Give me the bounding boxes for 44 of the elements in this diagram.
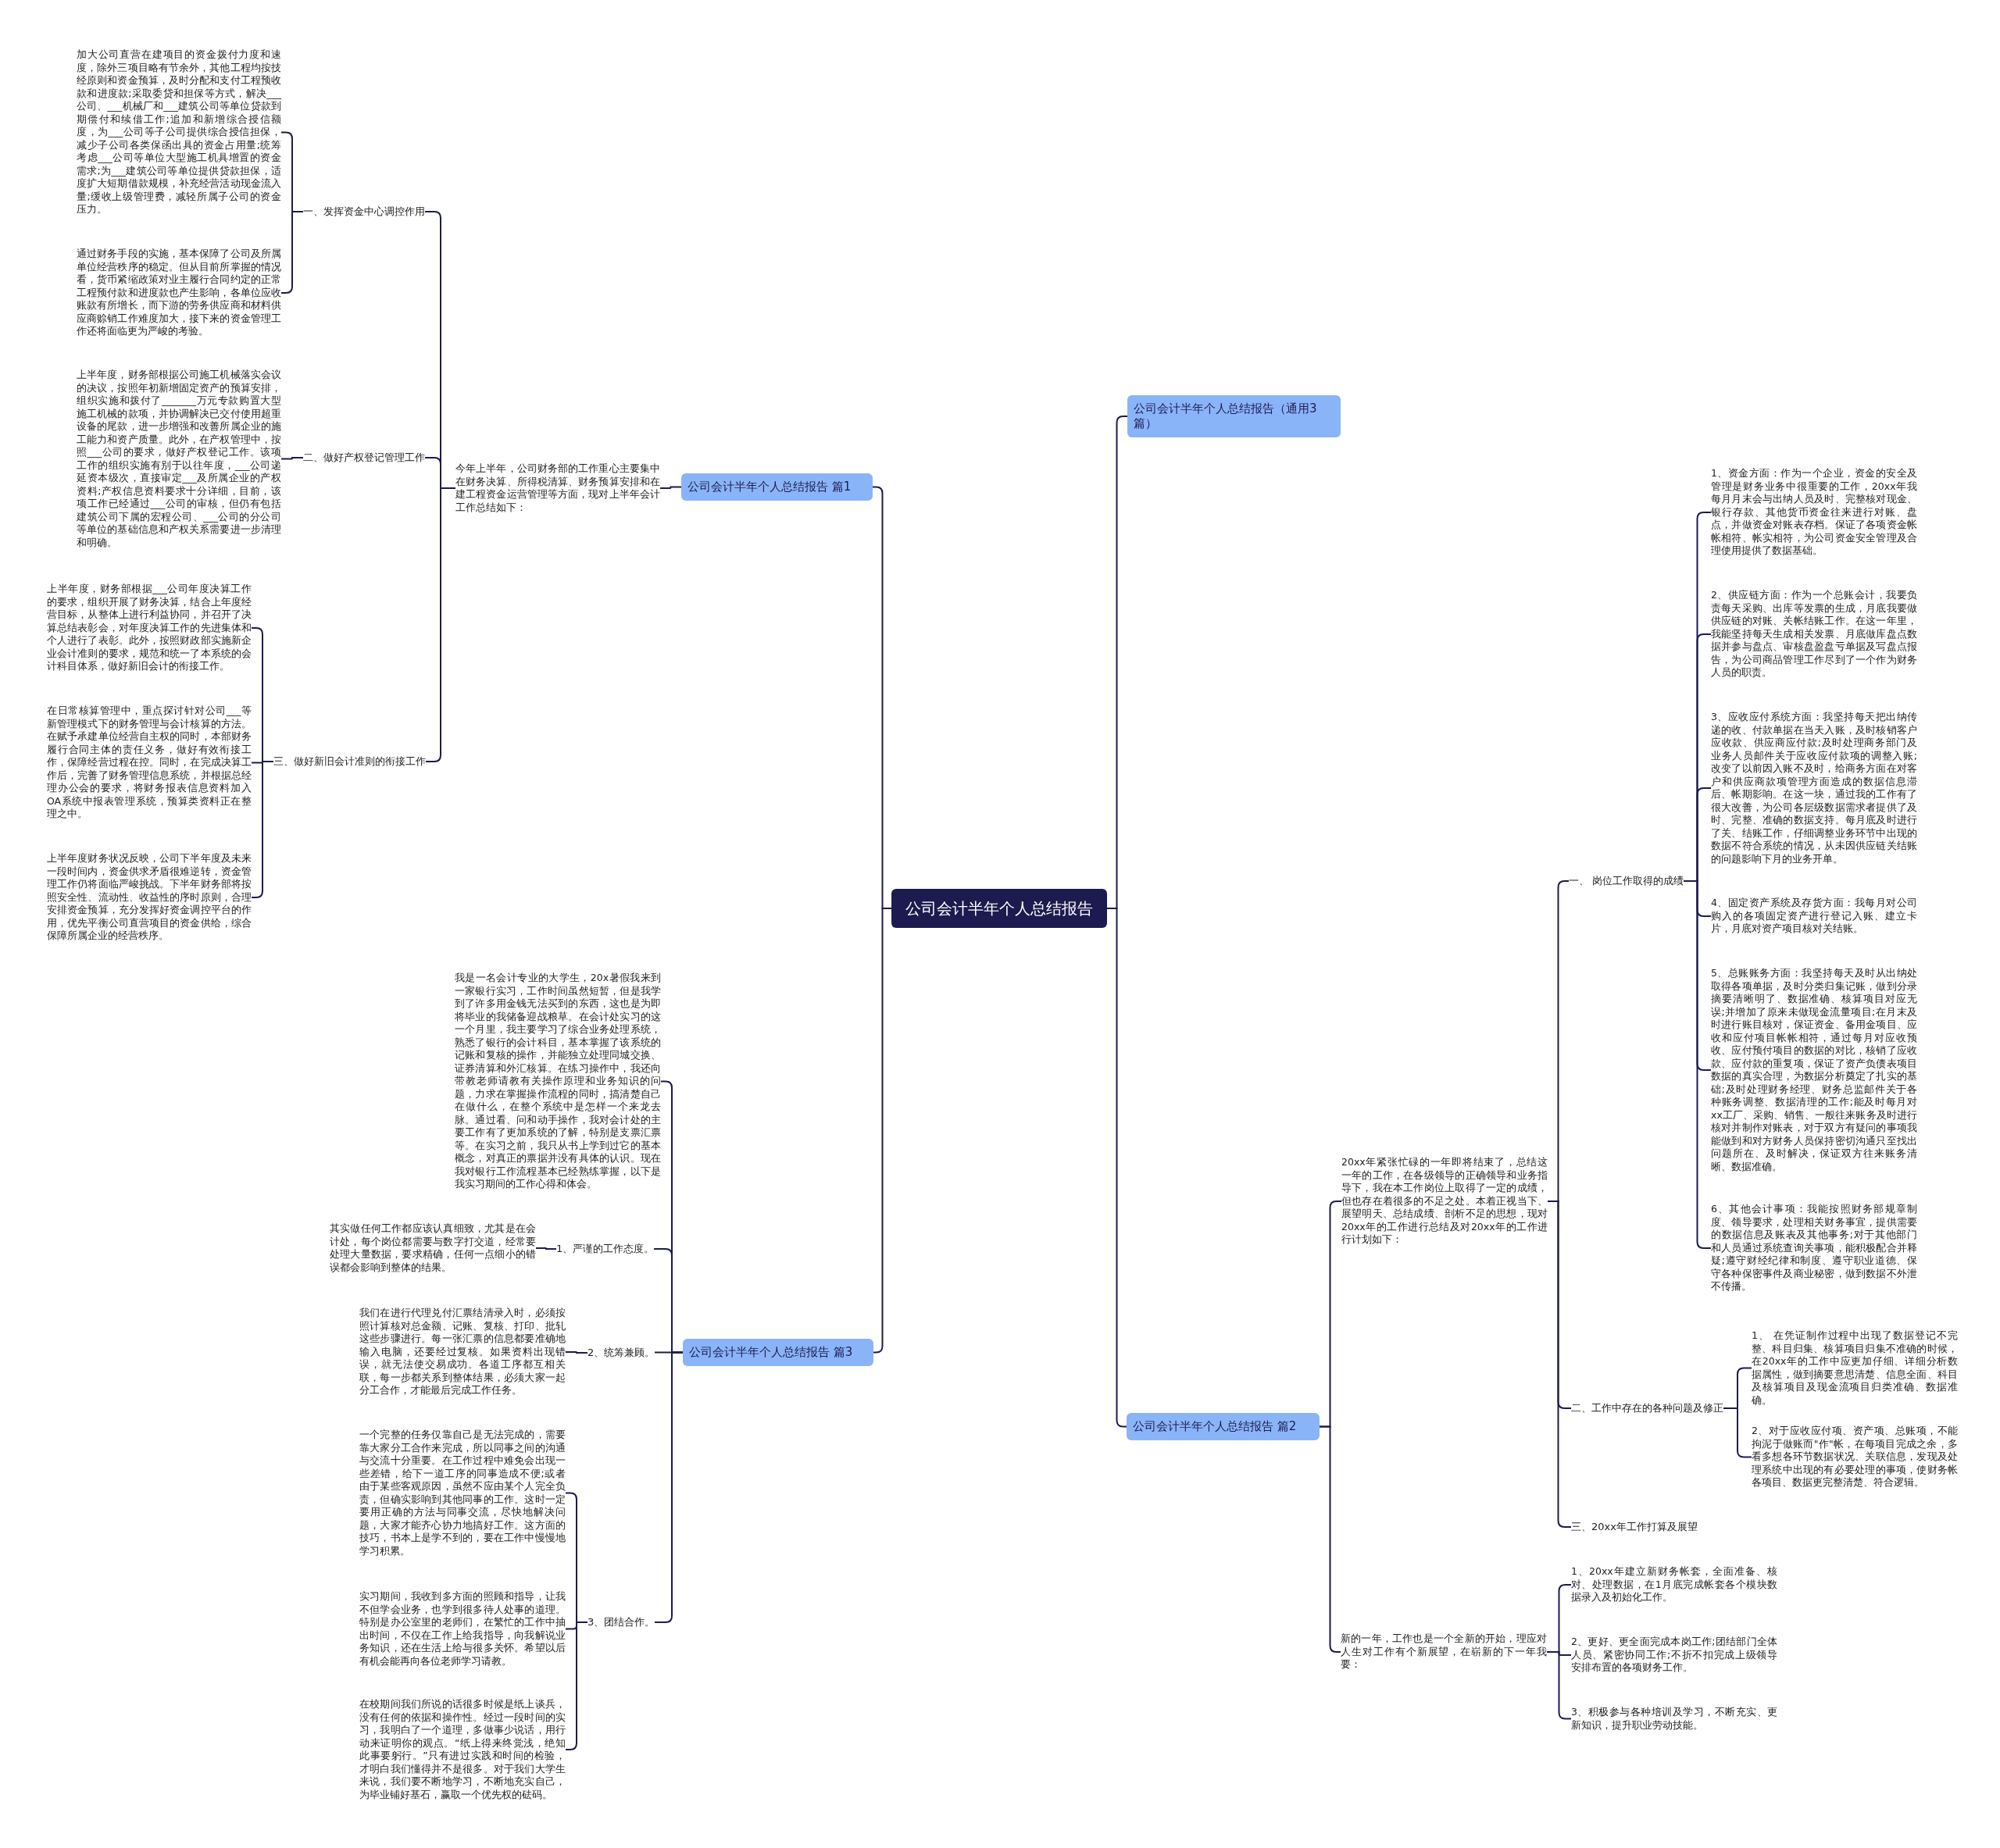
- note-text: 我们在进行代理兑付汇票结清录入时，必须按照计算核对总金额、记账、复核、打印、批轧这些步骤进行。每一张汇票的信息都要准确地输入电脑，还要经过复核。如果资料出现错误，就无法使交易成功。各道工序都互相关联，每一步都关系到整体结果，必须大家一起分工合作，才能最后完成工作任务。: [359, 1307, 566, 1397]
- note-text: 其实做任何工作都应该认真细致，尤其是在会计处，每个岗位都需要与数字打交道，经常要处理大量数据，要求精确，任何一点细小的错误都会影响到整体的结果。: [330, 1222, 536, 1274]
- note-text: 上半年度财务状况反映，公司下半年度及未来一段时间内，资金供求矛盾很难逆转，资金管理工作仍将面临严峻挑战。下半年财务部将按照安全性、流动性、收益性的序时原则，合理安排资金预算，充分发挥好资金调控平台的作用，优先平衡公司直营项目的资金供给，综合保障所属企业的经营秩序。: [47, 852, 252, 943]
- note-text: 1、 在凭证制作过程中出现了数据登记不完整、科目归集、核算项目归集不准确的时候，在20xx年的工作中应更加仔细、详细分析数据属性，做到摘要意思清楚、信息全面、科目及核算项目及现金流项目归类准确、数据准确。: [1752, 1329, 1958, 1407]
- central-topic-box: 公司会计半年个人总结报告: [891, 889, 1107, 928]
- note-text: 2、更好、更全面完成本岗工作;团结部门全体人员、紧密协同工作;不折不扣完成上级领导安排布置的各项财务工作。: [1571, 1636, 1777, 1675]
- connector-line: [280, 457, 304, 460]
- note-text: 加大公司直营在建项目的资金拨付力度和速度，除外三项目略有节余外，其他工程均按技经原则和资金预算，及时分配和支付工程预收款和进度款;采取委贷和担保等方式，解决___公司、___机械厂和___建筑公司等单位贷款到期偿付和续借工作;追加和新增综合授信额度，为___公司等子公司提供综合授信担保，减少子公司各类保函出具的资金占用量;统筹考虑___公司等单位大型施工机具增置的资金需求;为___建筑公司等单位提供贷款担保，适度扩大短期借款规模，补充经营活动现金流入量;缓收上级管理费，减轻所属子公司的资金压力。: [77, 48, 281, 216]
- branch-label: 3、团结合作。: [588, 1616, 655, 1629]
- branch-label: 二、工作中存在的各种问题及修正: [1571, 1402, 1723, 1415]
- connector-line: [565, 1351, 588, 1354]
- note-text: 6、其他会计事项：我能按照财务部规章制度、领导要求，处理相关财务事宜，提供需要的数据信息及账表及其他事务;对于其他部门和人员通过系统查询关事项，能积极配合并释疑;遵守财经纪律和制度、遵守职业道德、保守各种保密事件及商业秘密，做到数据不外泄不传播。: [1711, 1203, 1917, 1293]
- note-text: 2、对于应收应付项、资产项、总账项，不能拘泥于做账而"作"帐，在每项目完成之余，多看多想各环节数据状况、关联信息，发现及处理系统中出现的有必要处理的事项，使财务帐各项目、数据更完整清楚、符合逻辑。: [1752, 1425, 1958, 1489]
- branch-label: 一、发挥资金中心调控作用: [303, 205, 425, 218]
- note-text: 20xx年紧张忙碌的一年即将结束了，总结这一年的工作，在各级领导的正确领导和业务指导下，我在本工作岗位上取得了一定的成绩，但也存在着很多的不足之处。本着正视当下、展望明天、总结成绩、剖析不足的思想，现对20xx年的工作进行总结及对20xx年的工作进行计划如下：: [1341, 1156, 1548, 1247]
- note-text: 新的一年，工作也是一个全新的开始，理应对人生对工作有个新展望，在崭新的下一年我要：: [1341, 1632, 1547, 1671]
- topic-box: 公司会计半年个人总结报告（通用3篇）: [1127, 395, 1341, 437]
- note-text: 在校期间我们所说的话很多时候是纸上谈兵，没有任何的依据和操作性。经过一段时间的实习，我明白了一个道理，多做事少说话，用行动来证明你的观点。“纸上得来终觉浅，绝知此事要躬行。”只有进过实践和时间的检验，才明白我们懂得并不是很多。对于我们大学生来说，我们要不断地学习，不断地充实自己，为毕业铺好基石，赢取一个优先权的砝码。: [359, 1698, 566, 1801]
- connector-line: [535, 1247, 557, 1250]
- topic-box: 公司会计半年个人总结报告 篇2: [1127, 1413, 1320, 1440]
- connector-line: [659, 486, 682, 489]
- note-text: 我是一名会计专业的大学生，20x暑假我来到一家银行实习，工作时间虽然短暂，但是我学到了许多用金钱无法买到的东西，这也是为即将毕业的我储备迎战粮草。在会计处实习的这一个月里，我主要学习了综合业务处理系统，熟悉了银行的会计科目，基本掌握了该系统的记账和复核的操作，并能独立处理同城交换、证券清算和外汇核算。在练习操作中，我还向带教老师请教有关操作原理和业务知识的问题，力求在掌握操作流程的同时，搞清楚自己在做什么，在整个系统中是怎样一个来龙去脉。通过看、问和动手操作，我对会计处的主要工作有了更加系统的了解，特别是支票汇票等。在实习之前，我只从书上学到过它的基本概念，对真正的票据并没有具体的认识。现在我对银行工作流程基本已经熟练掌握，以下是我实习期间的工作心得和体会。: [455, 972, 661, 1191]
- note-text: 2、供应链方面：作为一个总账会计，我要负责每天采购、出库等发票的生成，月底我要做供应链的对账、关帐结账工作。在这一年里，我能坚持每天生成相关发票、月底做库盘点数据并参与盘点、审核盘盈盘亏单据及写盘点报告，为公司商品管理工作尽到了一个作为财务人员的职责。: [1711, 589, 1917, 680]
- note-text: 4、固定资产系统及存货方面：我每月对公司购入的各项固定资产进行登记入账、建立卡片，月底对资产项目核对关结账。: [1711, 897, 1917, 936]
- note-text: 上半年度，财务部根据___公司年度决算工作的要求，组织开展了财务决算，结合上年度经营目标，从整体上进行利益协同，并召开了决算总结表彰会，对年度决算工作的先进集体和个人进行了表彰。此外，按照财政部实施新企业会计准则的要求，规范和统一了本系统的会计科目体系，做好新旧会计的衔接工作。: [47, 583, 252, 673]
- branch-label: 三、做好新旧会计准则的衔接工作: [273, 755, 426, 768]
- note-text: 实习期间，我收到多方面的照顾和指导，让我不但学会业务，也学到很多待人处事的道理。特别是办公室里的老师们，在繁忙的工作中抽出时间，不仅在工作上给我指导，向我解说业务知识，还在生活上给与很多关怀。希望以后有机会能再向各位老师学习请教。: [359, 1590, 566, 1668]
- note-text: 1、资金方面：作为一个企业，资金的安全及管理是财务业务中很重要的工作，20xx年我每月月末会与出纳人员及时、完整核对现金、银行存款、其他货币资金往来进行对账、盘点，并做资金对账表存档。保证了各项资金帐帐相符、帐实相符，为公司资金安全管理及合理使用提供了数据基础。: [1711, 467, 1917, 558]
- note-text: 一个完整的任务仅靠自己是无法完成的，需要靠大家分工合作来完成，所以同事之间的沟通与交流十分重要。在工作过程中难免会出现一些差错，给下一道工序的同事造成不便;或者由于某些客观原因，虽然不应由某个人完全负责，但确实影响到其他同事的工作。这时一定要用正确的方法与同事交流，尽快地解决问题，大家才能齐心协力地搞好工作。这方面的技巧，书本上是学不到的，要在工作中慢慢地学习积累。: [359, 1429, 566, 1557]
- note-text: 在日常核算管理中，重点探讨针对公司___等新管理模式下的财务管理与会计核算的方法。在赋予承建单位经营自主权的同时，本部财务履行合同主体的责任义务，做好有效衔接工作，保障经营过程在控。同时，在完成决算工作后，完善了财务管理信息系统，并根据总经理办公会的要求，将财务报表信息资料加入OA系统中报表管理系统，预算类资料正在整理之中。: [47, 705, 252, 821]
- note-text: 3、积极参与各种培训及学习，不断充实、更新知识，提升职业劳动技能。: [1571, 1706, 1777, 1732]
- branch-label: 一、 岗位工作取得的成绩: [1569, 875, 1684, 887]
- branch-label: 三、20xx年工作打算及展望: [1571, 1521, 1698, 1533]
- topic-box: 公司会计半年个人总结报告 篇3: [683, 1339, 873, 1366]
- branch-label: 1、严谨的工作态度。: [556, 1243, 655, 1255]
- note-text: 通过财务手段的实施，基本保障了公司及所属单位经营秩序的稳定。但从目前所掌握的情况看，货币紧缩政策对业主履行合同约定的正常工程预付款和进度款也产生影响，各单位应收账款有所增长，而下游的劳务供应商和材料供应商赊销工作难度加大，接下来的资金管理工作还将面临更为严峻的考验。: [77, 248, 281, 338]
- branch-label: 二、做好产权登记管理工作: [303, 451, 425, 464]
- note-text: 5、总账账务方面：我坚持每天及时从出纳处取得各项单据，及时分类归集记账，做到分录摘要清晰明了、数据准确、核算项目对应无误;并增加了原来未做现金流量项目;在月末及时进行账目核对，保证资金、备用金项目、应收和应付项目帐帐相符，通过每月对应收预收、应付预付项目的数据的对比，核销了应收款、应付款的重复项，保证了资产负债表项目数据的真实合理，为数据分析奠定了扎实的基础;及时处理财务经理、财务总监邮件关于各种账务调整、数据清理的工作;能及时每月对xx工厂、采购、销售、一般往来账务及时进行核对并制作对账表，对于双方有疑问的事项我能做到和对方财务人员保持密切沟通只至找出问题所在、及时解决，保证双方往来账务清晰、数据准确。: [1711, 967, 1917, 1173]
- branch-label: 2、统筹兼顾。: [588, 1347, 655, 1359]
- topic-box: 公司会计半年个人总结报告 篇1: [681, 473, 873, 501]
- note-text: 今年上半年，公司财务部的工作重心主要集中在财务决算、所得税清算、财务预算安排和在建工程资金运营管理等方面，现对上半年会计工作总结如下：: [455, 462, 660, 514]
- note-text: 3、应收应付系统方面：我坚持每天把出纳传递的收、付款单据在当天入账，及时核销客户应收款、供应商应付款;及时处理商务部门及业务人员邮件关于应收应付款项的调整入账;改变了以前因入账不及时，给商务方面在对客户和供应商款项管理方面造成的数据信息滞后、帐期影响。在这一块，通过我的工作有了很大改善，为公司各层级数据需求者提供了及时、完整、准确的数据支持。每月底及时进行了关、结账工作，仔细调整业务环节中出现的数据不符合系统的情况，从未因供应链关结账的问题影响下月的业务开单。: [1711, 711, 1917, 865]
- note-text: 上半年度，财务部根据公司施工机械落实会议的决议，按照年初新增固定资产的预算安排，组织实施和拨付了_______万元专款购置大型施工机械的款项，并协调解决已交付使用超重设备的尾款，进一步增强和改善所属企业的施工能力和资产质量。此外，在产权管理中，按照___公司的要求，做好产权登记工作。该项工作的组织实施有别于以往年度，___公司递延资本级次，直接审定___及所属企业的产权资料;产权信息资料要求十分详细，目前，该项工作已经通过___公司的审核，但仍有包括建筑公司下属的宏程公司、___公司的分公司等单位的基础信息和产权关系需要进一步清理和明确。: [77, 369, 281, 549]
- note-text: 1、20xx年建立新财务帐套，全面准备、核对、处理数据，在1月底完成帐套各个模块数据录入及初始化工作。: [1571, 1565, 1777, 1604]
